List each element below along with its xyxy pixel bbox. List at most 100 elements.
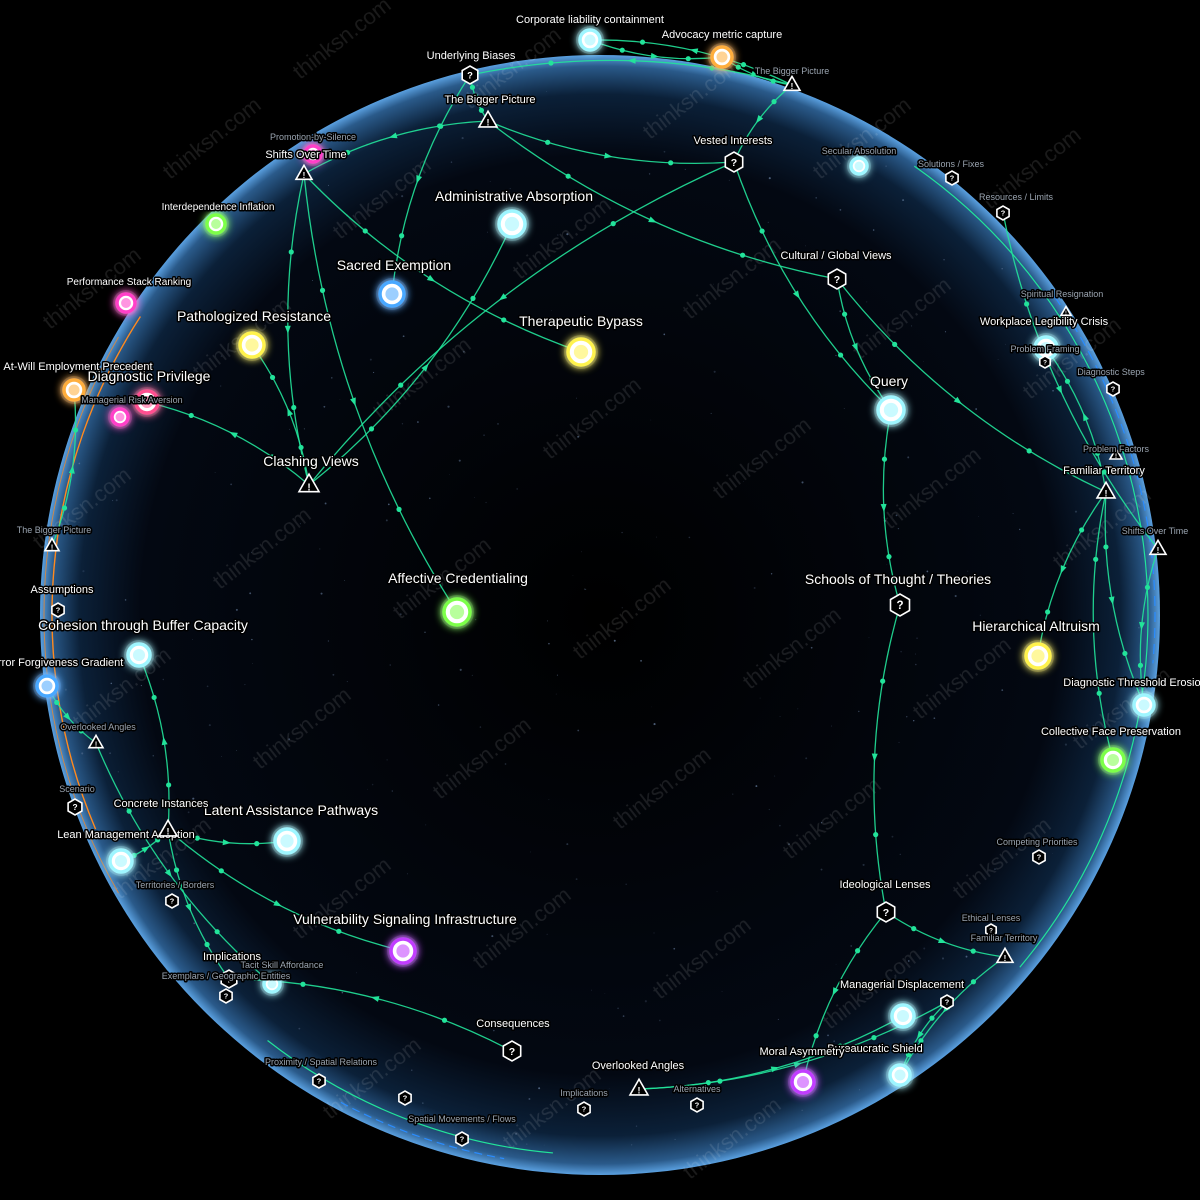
question-mark-icon: ?	[834, 274, 840, 286]
node-vested-interests[interactable]: ?Vested Interests	[692, 134, 774, 173]
question-hex-icon	[219, 988, 233, 1004]
warning-triangle-icon	[157, 818, 179, 837]
node-the-bigger-picture[interactable]: !The Bigger Picture	[15, 524, 93, 552]
star	[577, 435, 580, 438]
node-label: Implications	[560, 1088, 608, 1098]
node-diagnostic-threshold-erosion[interactable]: Diagnostic Threshold Erosion	[1062, 676, 1200, 775]
star	[839, 310, 842, 313]
node-spiritual-resignation[interactable]: !Spiritual Resignation	[1019, 288, 1105, 317]
node-alternatives[interactable]: ?Alternatives	[672, 1083, 723, 1113]
star	[922, 361, 924, 362]
node-consequences[interactable]: ?Consequences	[475, 1017, 552, 1062]
node-assumptions[interactable]: ?Assumptions	[29, 583, 95, 618]
exclamation-icon: !	[791, 82, 794, 91]
node-bureaucratic-shield[interactable]: Bureaucratic Shield	[826, 1042, 924, 1089]
star	[78, 521, 80, 523]
node-alternatives[interactable]: ?	[940, 994, 954, 1010]
node-error-forgiveness-gradient[interactable]: Error Forgiveness Gradient	[0, 656, 125, 700]
node-interdependence-inflation[interactable]: Interdependence Inflation	[160, 201, 276, 237]
star	[299, 523, 301, 525]
node-proximity-spatial-relations[interactable]: ?Proximity / Spatial Relations	[263, 1056, 379, 1089]
star	[768, 808, 770, 811]
node-secular-absolution[interactable]: Secular Absolution	[820, 145, 898, 178]
node-familiar-territory[interactable]: !Familiar Territory	[1062, 464, 1147, 499]
node-implications[interactable]: ?Implications	[201, 950, 263, 989]
warning-triangle-icon	[294, 163, 314, 181]
star	[640, 659, 642, 662]
node-ideological-lenses[interactable]: ?Ideological Lenses	[838, 878, 933, 923]
node-query[interactable]: Query	[868, 372, 910, 427]
node-shifts-over-time[interactable]: !Shifts Over Time	[1120, 525, 1190, 556]
edge-dot	[218, 868, 224, 874]
node-the-bigger-picture[interactable]: !The Bigger Picture	[443, 93, 537, 128]
node-clashing-views[interactable]: !Clashing Views	[262, 452, 360, 494]
node-at-will-employment-precedent[interactable]: At-Will Employment Precedent	[2, 360, 154, 404]
node-overlooked-angles[interactable]: !Overlooked Angles	[590, 1059, 686, 1096]
node-solutions-fixes[interactable]: ?Solutions / Fixes	[916, 158, 986, 186]
node-scenario[interactable]: ?Scenario	[58, 783, 96, 816]
node-overlooked-angles[interactable]: !Overlooked Angles	[59, 721, 138, 749]
node-moral-asymmetry[interactable]: Moral Asymmetry	[758, 1045, 846, 1097]
node-performance-stack-ranking[interactable]: Performance Stack Ranking	[65, 276, 193, 316]
node-vulnerability-signaling-infrastructure[interactable]: Vulnerability Signaling Infrastructure	[292, 910, 519, 967]
star	[858, 1089, 861, 1091]
node-workplace-legibility-crisis[interactable]: Workplace Legibility Crisis	[978, 315, 1110, 363]
node-resources-limits[interactable]: ?Resources / Limits	[977, 191, 1055, 221]
node-competing-priorities[interactable]: ?Competing Priorities	[995, 836, 1080, 865]
node-tacit-skill-affordance[interactable]: Tacit Skill Affordance	[239, 959, 325, 996]
node-schools-of-thought-theories[interactable]: ?Schools of Thought / Theories	[803, 570, 993, 617]
node-sacred-exemption[interactable]: Sacred Exemption	[335, 256, 453, 310]
node-administrative-absorption[interactable]: Administrative Absorption	[434, 187, 594, 241]
node-collective-face-preservation[interactable]: Collective Face Preservation	[1039, 691, 1183, 740]
node-node[interactable]: ?	[455, 1131, 469, 1147]
star	[797, 708, 799, 710]
node-diagnostic-privilege[interactable]: Diagnostic Privilege	[86, 367, 212, 417]
node-latent-assistance-pathways[interactable]: Latent Assistance Pathways	[202, 801, 380, 857]
node-familiar-territory[interactable]: !Familiar Territory	[969, 932, 1039, 964]
node-shifts-over-time[interactable]: !Shifts Over Time	[264, 148, 348, 181]
edge-dot	[194, 835, 200, 841]
node-problem-factors[interactable]: !Problem Factors	[1081, 443, 1151, 461]
node-managerial-risk-aversion[interactable]: Managerial Risk Aversion	[80, 394, 184, 429]
node-underlying-biases[interactable]: ?Underlying Biases	[425, 49, 517, 85]
node-core	[716, 51, 728, 63]
star	[1134, 536, 1136, 538]
star	[1001, 689, 1004, 691]
node-spatial-movements-flows[interactable]: ?Spatial Movements / Flows	[398, 1090, 518, 1126]
node-concrete-instances[interactable]: !Concrete Instances	[112, 797, 210, 837]
node-territories-borders[interactable]: ?Territories / Borders	[134, 879, 216, 909]
node-promotion-by-silence[interactable]: Promotion-by-Silence	[268, 131, 358, 166]
node-problem-framing[interactable]: ?Problem Framing	[1009, 343, 1081, 369]
node-advocacy-metric-capture[interactable]: Advocacy metric capture	[660, 28, 784, 71]
star	[576, 397, 577, 399]
star	[152, 755, 154, 757]
node-the-bigger-picture[interactable]: !The Bigger Picture	[753, 65, 831, 92]
node-therapeutic-bypass[interactable]: Therapeutic Bypass	[518, 312, 644, 369]
edge-arrow	[370, 996, 380, 1002]
node-pathologized-resistance[interactable]: Pathologized Resistance	[175, 307, 333, 361]
node-ethical-lenses[interactable]: ?Ethical Lenses	[960, 912, 1022, 937]
node-implications[interactable]: ?Implications	[559, 1087, 610, 1117]
node-label: Interdependence Inflation	[162, 202, 275, 213]
star	[770, 573, 773, 575]
edge-arrow	[1083, 412, 1089, 422]
node-cohesion-through-buffer-capacity[interactable]: Cohesion through Buffer Capacity	[37, 616, 249, 670]
star	[916, 637, 918, 640]
star	[1013, 627, 1015, 630]
node-exemplars-geographic-entities[interactable]: ?Exemplars / Geographic Entities	[160, 970, 292, 1004]
edge-arrow	[229, 431, 238, 439]
question-hex-icon	[724, 151, 744, 173]
edge-dot	[855, 948, 861, 954]
node-affective-credentialing[interactable]: Affective Credentialing	[387, 569, 529, 629]
node-core	[883, 402, 899, 418]
node-diagnostic-steps[interactable]: ?Diagnostic Steps	[1076, 366, 1147, 397]
node-managerial-displacement[interactable]: Managerial Displacement	[838, 978, 966, 1031]
question-mark-icon: ?	[56, 606, 61, 615]
star	[251, 638, 253, 641]
node-core	[245, 338, 259, 352]
edge-dot	[368, 426, 375, 432]
node-hierarchical-altruism[interactable]: Hierarchical Altruism	[971, 617, 1101, 672]
node-cultural-global-views[interactable]: ?Cultural / Global Views	[779, 249, 894, 290]
node-corporate-liability-containment[interactable]: Corporate liability containment	[515, 13, 665, 54]
